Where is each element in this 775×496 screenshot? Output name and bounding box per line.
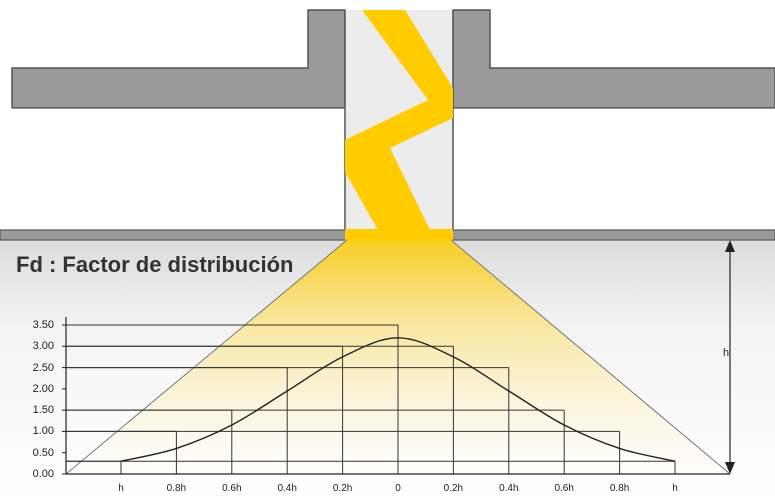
- x-tick-label: 0.8h: [166, 483, 187, 494]
- x-tick-label: 0.8h: [609, 483, 630, 494]
- y-tick-label: 0.00: [32, 468, 54, 480]
- y-tick-label: 2.50: [32, 361, 54, 374]
- chart-axes: [62, 317, 730, 475]
- y-tick-label: 1.00: [32, 425, 54, 438]
- x-tick-label: 0.4h: [499, 483, 519, 494]
- cone-edge-left: [65, 239, 348, 475]
- y-tick-label: 0.50: [32, 446, 54, 459]
- x-tick-label: 0.2h: [332, 483, 353, 494]
- x-tick-label: h: [672, 483, 678, 494]
- x-tick-label: 0.4h: [277, 483, 297, 494]
- y-tick-label: 3.50: [32, 319, 54, 331]
- y-tick-label: 2.00: [32, 382, 54, 395]
- x-tick-label: 0.2h: [443, 483, 464, 494]
- y-tick-label: 1.50: [32, 404, 54, 417]
- light-path: [345, 10, 453, 230]
- chart-curve-group: [120, 337, 676, 462]
- chart-grid: [66, 324, 676, 474]
- y-tick-label: 3.00: [32, 340, 54, 353]
- attic-space-right: [453, 108, 775, 230]
- attic-space-left: [0, 108, 345, 230]
- height-label: h: [723, 347, 730, 359]
- diffuser-opening: [345, 229, 453, 241]
- x-tick-label: 0: [395, 483, 401, 494]
- x-tick-label: 0.6h: [222, 483, 242, 494]
- height-arrow-bottom: [725, 462, 735, 474]
- height-arrow-top: [725, 240, 735, 252]
- x-tick-label: 0.6h: [554, 483, 574, 494]
- cone-edge-right: [450, 239, 731, 475]
- x-tick-label: h: [118, 483, 124, 494]
- diagram-title: Fd : Factor de distribución: [16, 252, 294, 277]
